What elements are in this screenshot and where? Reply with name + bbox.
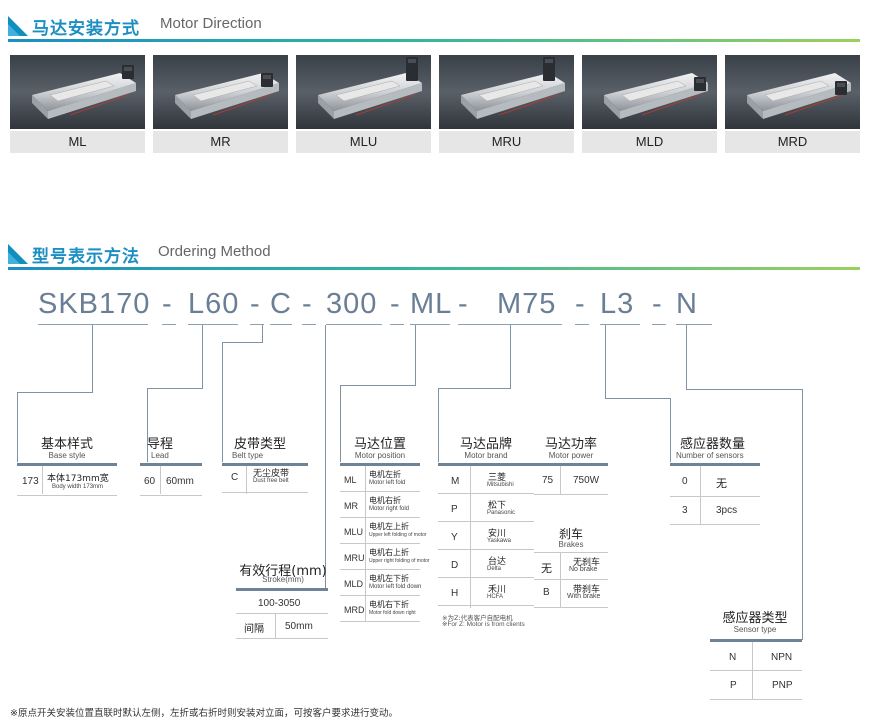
- code-sep: -: [458, 288, 469, 320]
- motor-card-mld: MLD: [582, 55, 717, 155]
- motor-card-mrd: MRD: [725, 55, 860, 155]
- motor-image: [296, 55, 431, 129]
- brand-code: D: [451, 560, 459, 571]
- code-sep: -: [575, 288, 586, 320]
- position-code: ML: [344, 475, 357, 485]
- code-part-lead: L60: [188, 288, 240, 320]
- brand-name-cn: 安川: [488, 529, 507, 539]
- motor-card-label: ML: [10, 131, 145, 153]
- brand-name-cn: 三菱: [488, 473, 507, 483]
- position-code: MLD: [344, 579, 364, 589]
- brand-name-en: HCFA: [487, 594, 504, 600]
- motor-image: [582, 55, 717, 129]
- section-title-cn: 马达安装方式: [32, 19, 140, 39]
- position-name-en: Motor left fold: [369, 480, 406, 486]
- motor-card-mru: MRU: [439, 55, 574, 155]
- position-name-en: Upper right folding of motor: [369, 558, 430, 564]
- section-title-en: Motor Direction: [160, 15, 262, 32]
- code-sep: -: [652, 288, 663, 320]
- position-name-cn: 电机右下折: [369, 600, 409, 609]
- position-code: MRU: [344, 553, 365, 563]
- section-title-en: Ordering Method: [158, 243, 271, 260]
- code-sep: -: [390, 288, 401, 320]
- motor-image: [725, 55, 860, 129]
- brand-code: H: [451, 588, 459, 599]
- code-part-position: ML: [410, 288, 453, 320]
- brand-name-en: Mitsubishi: [487, 482, 514, 488]
- brand-code: M: [451, 476, 460, 487]
- brand-name-en: Delta: [487, 566, 502, 572]
- brand-code: Y: [451, 532, 458, 543]
- code-part-sensor-type: N: [676, 288, 698, 320]
- position-name-cn: 电机右折: [369, 496, 401, 505]
- section-title-cn: 型号表示方法: [32, 247, 140, 267]
- position-code: MR: [344, 501, 358, 511]
- footnote: ※原点开关安装位置直联时默认左侧，左折或右折时则安装对立面，可按客户要求进行变动…: [10, 708, 398, 719]
- code-sep: -: [250, 288, 261, 320]
- motor-card-label: MLD: [582, 131, 717, 153]
- position-name-cn: 电机左上折: [369, 522, 409, 531]
- code-part-belt: C: [270, 288, 292, 320]
- position-name-en: Upper left folding of motor: [369, 532, 427, 538]
- motor-image: [439, 55, 574, 129]
- position-name-en: Motor left fold down: [369, 584, 422, 590]
- position-name-cn: 电机右上折: [369, 548, 409, 557]
- motor-direction-gallery: ML MR MLU MRU MLD MRD: [10, 55, 860, 155]
- brand-name-en: Yaskawa: [487, 538, 511, 544]
- brand-name-cn: 台达: [488, 557, 507, 567]
- code-part-series: SKB170: [38, 288, 151, 320]
- brand-name-cn: 松下: [488, 501, 507, 511]
- motor-card-label: MRU: [439, 131, 574, 153]
- motor-image: [10, 55, 145, 129]
- brand-name-cn: 禾川: [488, 585, 507, 595]
- brand-code: P: [451, 504, 458, 515]
- section-header-motor-direction: 马达安装方式 Motor Direction: [8, 10, 860, 42]
- section-header-ordering-method: 型号表示方法 Ordering Method: [8, 238, 860, 270]
- position-code: MRD: [344, 605, 365, 615]
- position-name-cn: 电机左折: [369, 470, 401, 479]
- motor-image: [153, 55, 288, 129]
- motor-card-mr: MR: [153, 55, 288, 155]
- code-part-stroke: 300: [326, 288, 378, 320]
- position-code: MLU: [344, 527, 364, 537]
- position-name-en: Motor fold down right: [369, 610, 416, 616]
- motor-card-ml: ML: [10, 55, 145, 155]
- motor-card-mlu: MLU: [296, 55, 431, 155]
- position-name-cn: 电机左下折: [369, 574, 409, 583]
- code-part-sensors: L3: [600, 288, 635, 320]
- motor-card-label: MLU: [296, 131, 431, 153]
- code-part-motor: M75: [497, 288, 557, 320]
- brand-name-en: Panasonic: [487, 510, 516, 516]
- code-sep: -: [302, 288, 313, 320]
- code-sep: -: [162, 288, 173, 320]
- position-name-en: Motor right fold: [369, 506, 410, 512]
- motor-card-label: MR: [153, 131, 288, 153]
- motor-card-label: MRD: [725, 131, 860, 153]
